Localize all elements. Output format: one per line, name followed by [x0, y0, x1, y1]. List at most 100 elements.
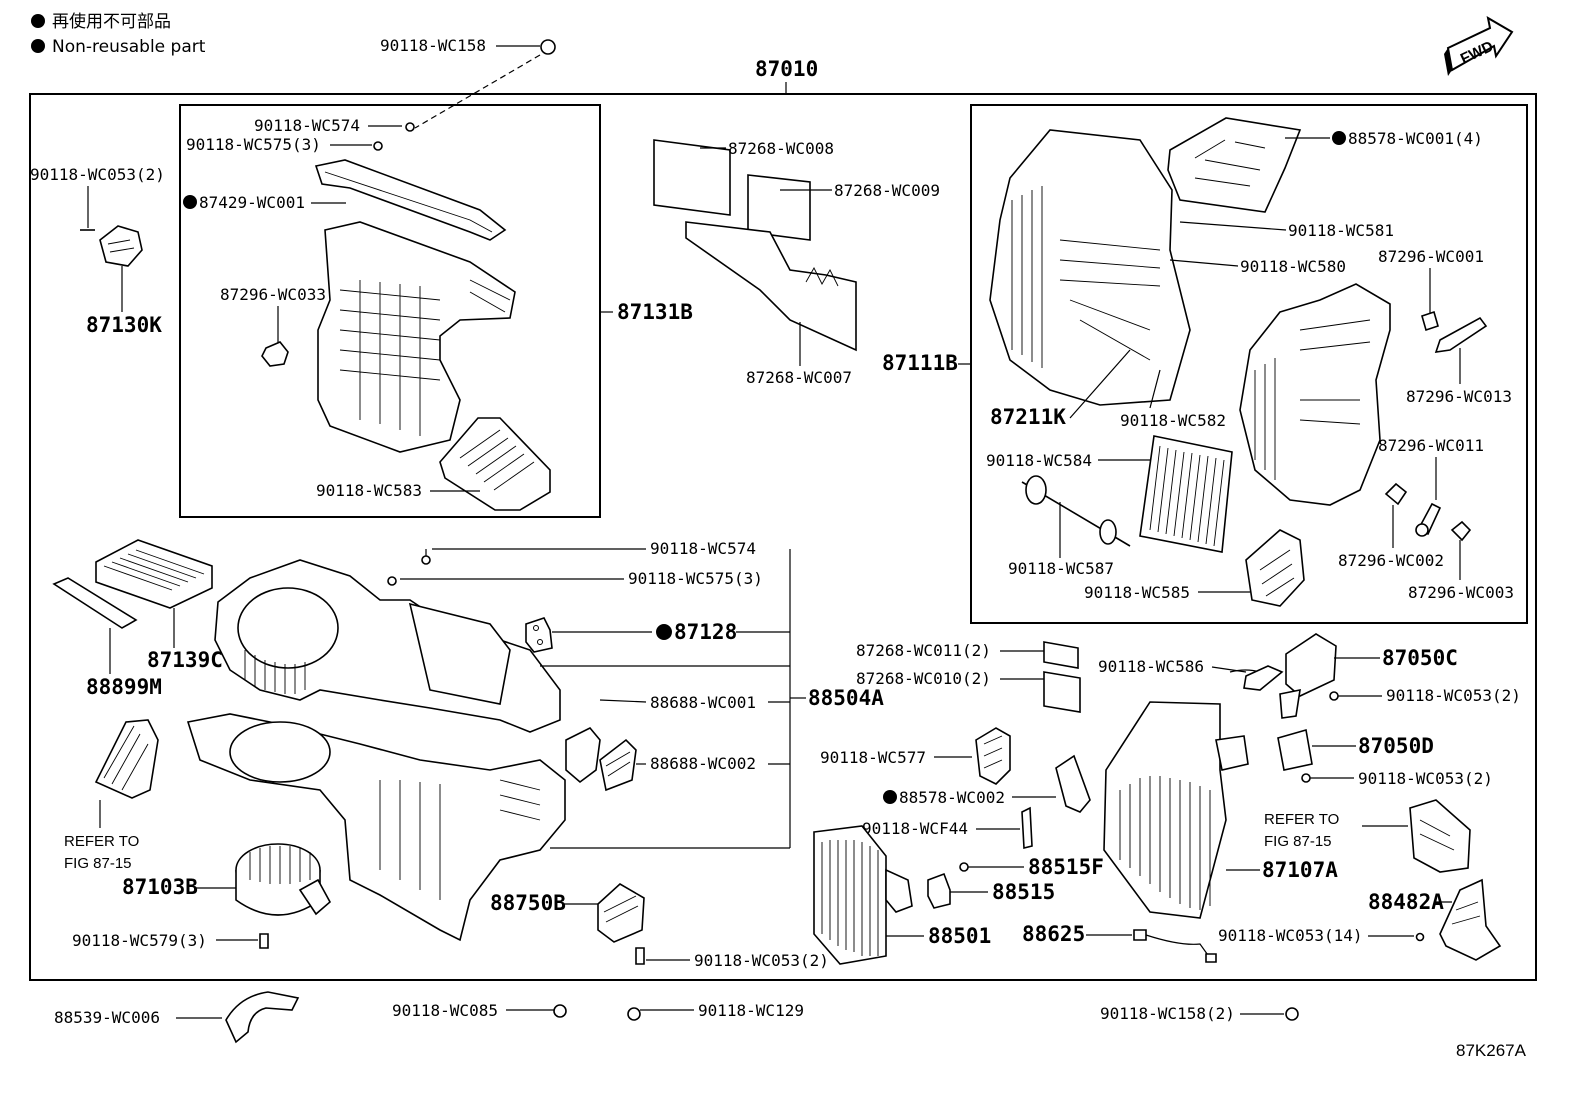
part-label: 87050C — [1382, 646, 1458, 670]
part-label: 90118-WC129 — [698, 1001, 804, 1020]
part-label: 88578-WC002 — [899, 788, 1005, 807]
gasket-icon — [1055, 754, 1091, 813]
refer-text: REFER TO — [1264, 811, 1339, 828]
part-label: 87268-WC009 — [834, 181, 940, 200]
part-label: 88482A — [1368, 890, 1444, 914]
part-label: 87050D — [1358, 734, 1434, 758]
link-icon — [261, 341, 289, 367]
screw-icon — [387, 576, 397, 586]
part-label: 88501 — [928, 924, 991, 948]
damper-icon — [1245, 529, 1305, 607]
actuator-icon — [1277, 728, 1313, 771]
part-label: 87268-WC008 — [728, 139, 834, 158]
part-label: 90118-WC053(2) — [30, 165, 165, 184]
hose-icon — [225, 991, 300, 1044]
shaft-gear-icon — [1025, 475, 1047, 505]
non-reusable-marker-icon — [1332, 131, 1346, 145]
part-label: 90118-WC577 — [820, 748, 926, 767]
part-label: 90118-WC583 — [316, 481, 422, 500]
non-reusable-marker-icon — [656, 624, 672, 640]
cabin-filter-icon — [95, 539, 213, 609]
screw-icon — [373, 141, 383, 151]
seal-icon — [1043, 671, 1081, 713]
filter-cover-icon — [52, 577, 138, 629]
part-label: 90118-WC585 — [1084, 583, 1190, 602]
duct-opening-icon — [408, 602, 511, 705]
part-label: 88515F — [1028, 855, 1104, 879]
part-label: 87103B — [122, 875, 198, 899]
expansion-valve-icon — [927, 872, 951, 909]
part-label: 87296-WC013 — [1406, 387, 1512, 406]
part-label: 87268-WC007 — [746, 368, 852, 387]
part-label: 87296-WC001 — [1378, 247, 1484, 266]
servo-motor-icon — [99, 225, 143, 267]
part-label: 87296-WC033 — [220, 285, 326, 304]
part-label: 90118-WC579(3) — [72, 931, 207, 950]
duct-icon — [1439, 878, 1502, 961]
part-label: 90118-WC574 — [650, 539, 756, 558]
screw-icon — [421, 555, 431, 565]
heater-core-icon — [1139, 435, 1233, 553]
air-intake-housing-icon — [317, 221, 516, 453]
part-label: 90118-WC053(2) — [1386, 686, 1521, 705]
part-label: 88688-WC001 — [650, 693, 756, 712]
non-reusable-marker-icon — [31, 39, 45, 53]
part-label: 90118-WC586 — [1098, 657, 1204, 676]
assembly-label: 87010 — [755, 57, 818, 81]
screw-icon — [1415, 932, 1425, 942]
link-icon — [1421, 310, 1439, 332]
bolt-icon — [627, 1007, 641, 1021]
refer-text: REFER TO — [64, 833, 139, 850]
part-label: 87130K — [86, 313, 162, 337]
resistor-icon — [597, 883, 645, 943]
refer-text: FIG 87-15 — [64, 855, 132, 872]
part-label: 87268-WC011(2) — [856, 641, 991, 660]
part-label: 90118-WC587 — [1008, 559, 1114, 578]
duct-seal-icon — [653, 139, 731, 216]
screw-icon — [959, 862, 969, 872]
part-label: 90118-WC053(14) — [1218, 926, 1363, 945]
part-label: 87296-WC011 — [1378, 436, 1484, 455]
part-label: 90118-WC581 — [1288, 221, 1394, 240]
part-label: 87139C — [147, 648, 223, 672]
seal-icon — [1043, 641, 1079, 669]
duct-icon — [94, 719, 159, 799]
non-reusable-marker-icon — [883, 790, 897, 804]
part-label: 90118-WC575(3) — [628, 569, 763, 588]
fwd-arrow-icon: FWD — [1444, 16, 1514, 76]
heater-core-assembly-icon — [1103, 701, 1227, 919]
screw-icon — [405, 122, 415, 132]
non-reusable-marker-icon — [183, 195, 197, 209]
part-label: 90118-WC085 — [392, 1001, 498, 1020]
part-label: 88504A — [808, 686, 884, 710]
part-label: 87111B — [882, 351, 958, 375]
legend: 再使用不可部品 Non-reusable part — [31, 11, 206, 57]
part-label: 90118-WC158 — [380, 36, 486, 55]
screw-icon — [635, 947, 645, 965]
nut-icon — [553, 1004, 567, 1018]
part-label: 87131B — [617, 300, 693, 324]
part-label: 87128 — [674, 620, 737, 644]
assembly-frame — [29, 93, 1537, 981]
clip-icon — [599, 738, 637, 792]
seal-icon — [975, 727, 1011, 785]
part-label: 90118-WC158(2) — [1100, 1004, 1235, 1023]
screw-icon — [1301, 773, 1311, 783]
legend-en: Non-reusable part — [52, 37, 206, 57]
blower-opening-icon — [229, 721, 331, 783]
part-label: 88625 — [1022, 922, 1085, 946]
clip-icon — [1021, 806, 1033, 850]
non-reusable-marker-icon — [31, 14, 45, 28]
part-label: 90118-WC053(2) — [694, 951, 829, 970]
filter-cover-icon — [439, 417, 551, 511]
evaporator-icon — [813, 825, 887, 965]
screw-icon — [259, 933, 269, 949]
link-icon — [1450, 520, 1472, 542]
part-label: 90118-WC580 — [1240, 257, 1346, 276]
nut-icon — [1285, 1007, 1299, 1021]
sensor-icon — [1133, 929, 1147, 941]
part-label: 87296-WC003 — [1408, 583, 1514, 602]
part-label: 90118-WC582 — [1120, 411, 1226, 430]
heater-case-right-icon — [1239, 283, 1391, 506]
